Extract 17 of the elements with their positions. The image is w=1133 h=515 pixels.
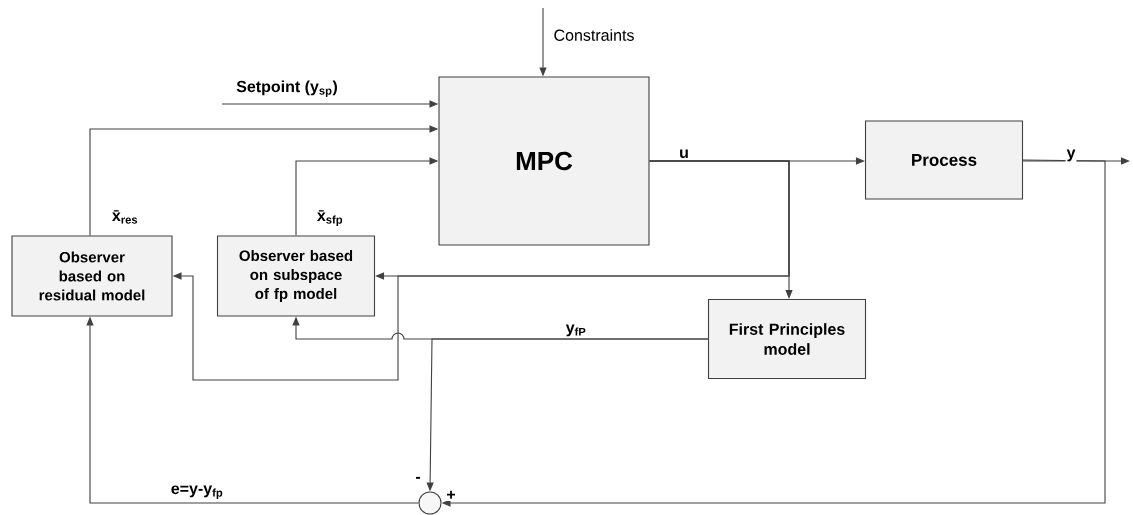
- edge-label: Setpoint (y$_{sp}$): [235, 79, 339, 98]
- process-box: Process: [864, 120, 1024, 200]
- model-box: First Principles model: [707, 298, 867, 380]
- edge-label: u: [678, 148, 690, 160]
- edge-label: Constraints: [552, 28, 636, 42]
- edge-label: y$_{fP}$: [564, 323, 588, 338]
- arrow: [1022, 157, 1130, 165]
- edge-label: x̄$_{sfp}$: [315, 209, 345, 227]
- observer-box: Observer based on residual model: [11, 235, 173, 317]
- edge-label: x̄$_{res}$: [110, 209, 140, 225]
- summing-junction: [418, 491, 442, 515]
- edge-label: y: [1065, 148, 1077, 163]
- edge-label: +: [445, 489, 457, 501]
- edge-label: -: [414, 475, 422, 483]
- controller-box: MPC: [438, 76, 650, 246]
- edge-label: e=y-y$_{fp}$: [169, 484, 225, 500]
- observer-box: Observer based on subspace of fp model: [216, 235, 376, 317]
